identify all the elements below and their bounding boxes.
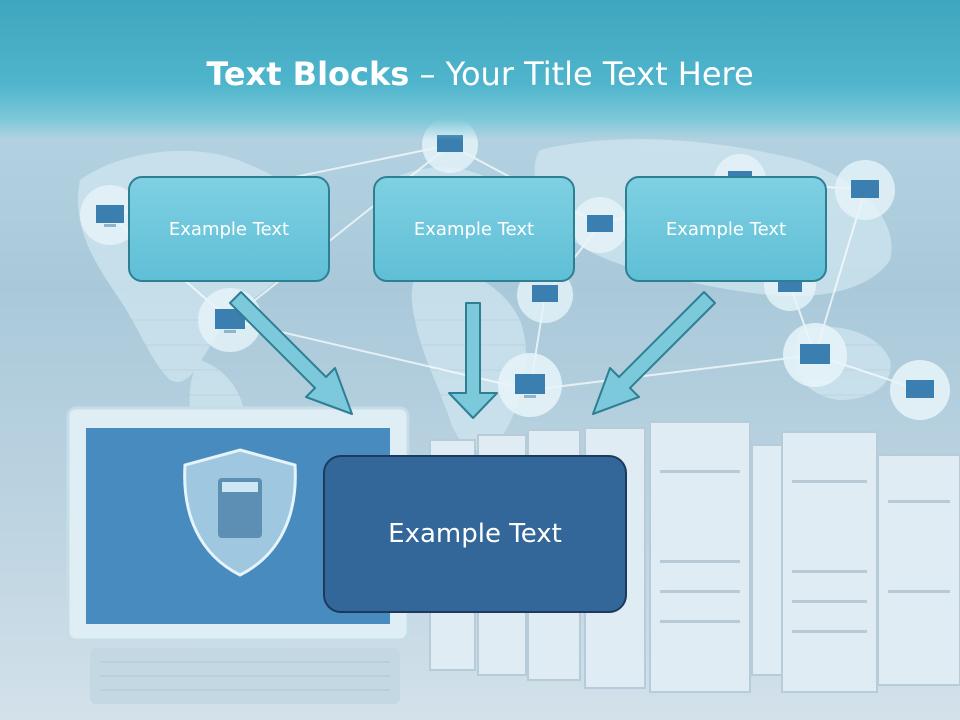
text-block-2[interactable]: Example Text bbox=[373, 176, 575, 282]
server-rack-details bbox=[660, 470, 950, 633]
shield-icon bbox=[183, 448, 297, 577]
title-banner bbox=[0, 0, 960, 140]
arrow-center bbox=[448, 302, 498, 419]
arrow-right bbox=[592, 291, 716, 415]
target-text-block[interactable]: Example Text bbox=[323, 455, 627, 613]
slide-title: Text Blocks – Your Title Text Here bbox=[0, 55, 960, 93]
network-node-icons bbox=[80, 117, 950, 420]
target-text-block-label: Example Text bbox=[388, 519, 562, 549]
text-block-2-label: Example Text bbox=[413, 218, 535, 240]
title-dash: – bbox=[409, 55, 446, 93]
arrow-left bbox=[229, 291, 353, 415]
text-block-3-label: Example Text bbox=[665, 218, 787, 240]
text-block-1[interactable]: Example Text bbox=[128, 176, 330, 282]
text-block-3[interactable]: Example Text bbox=[625, 176, 827, 282]
title-rest: Your Title Text Here bbox=[445, 55, 754, 93]
title-bold: Text Blocks bbox=[206, 55, 410, 93]
text-block-1-label: Example Text bbox=[168, 218, 290, 240]
